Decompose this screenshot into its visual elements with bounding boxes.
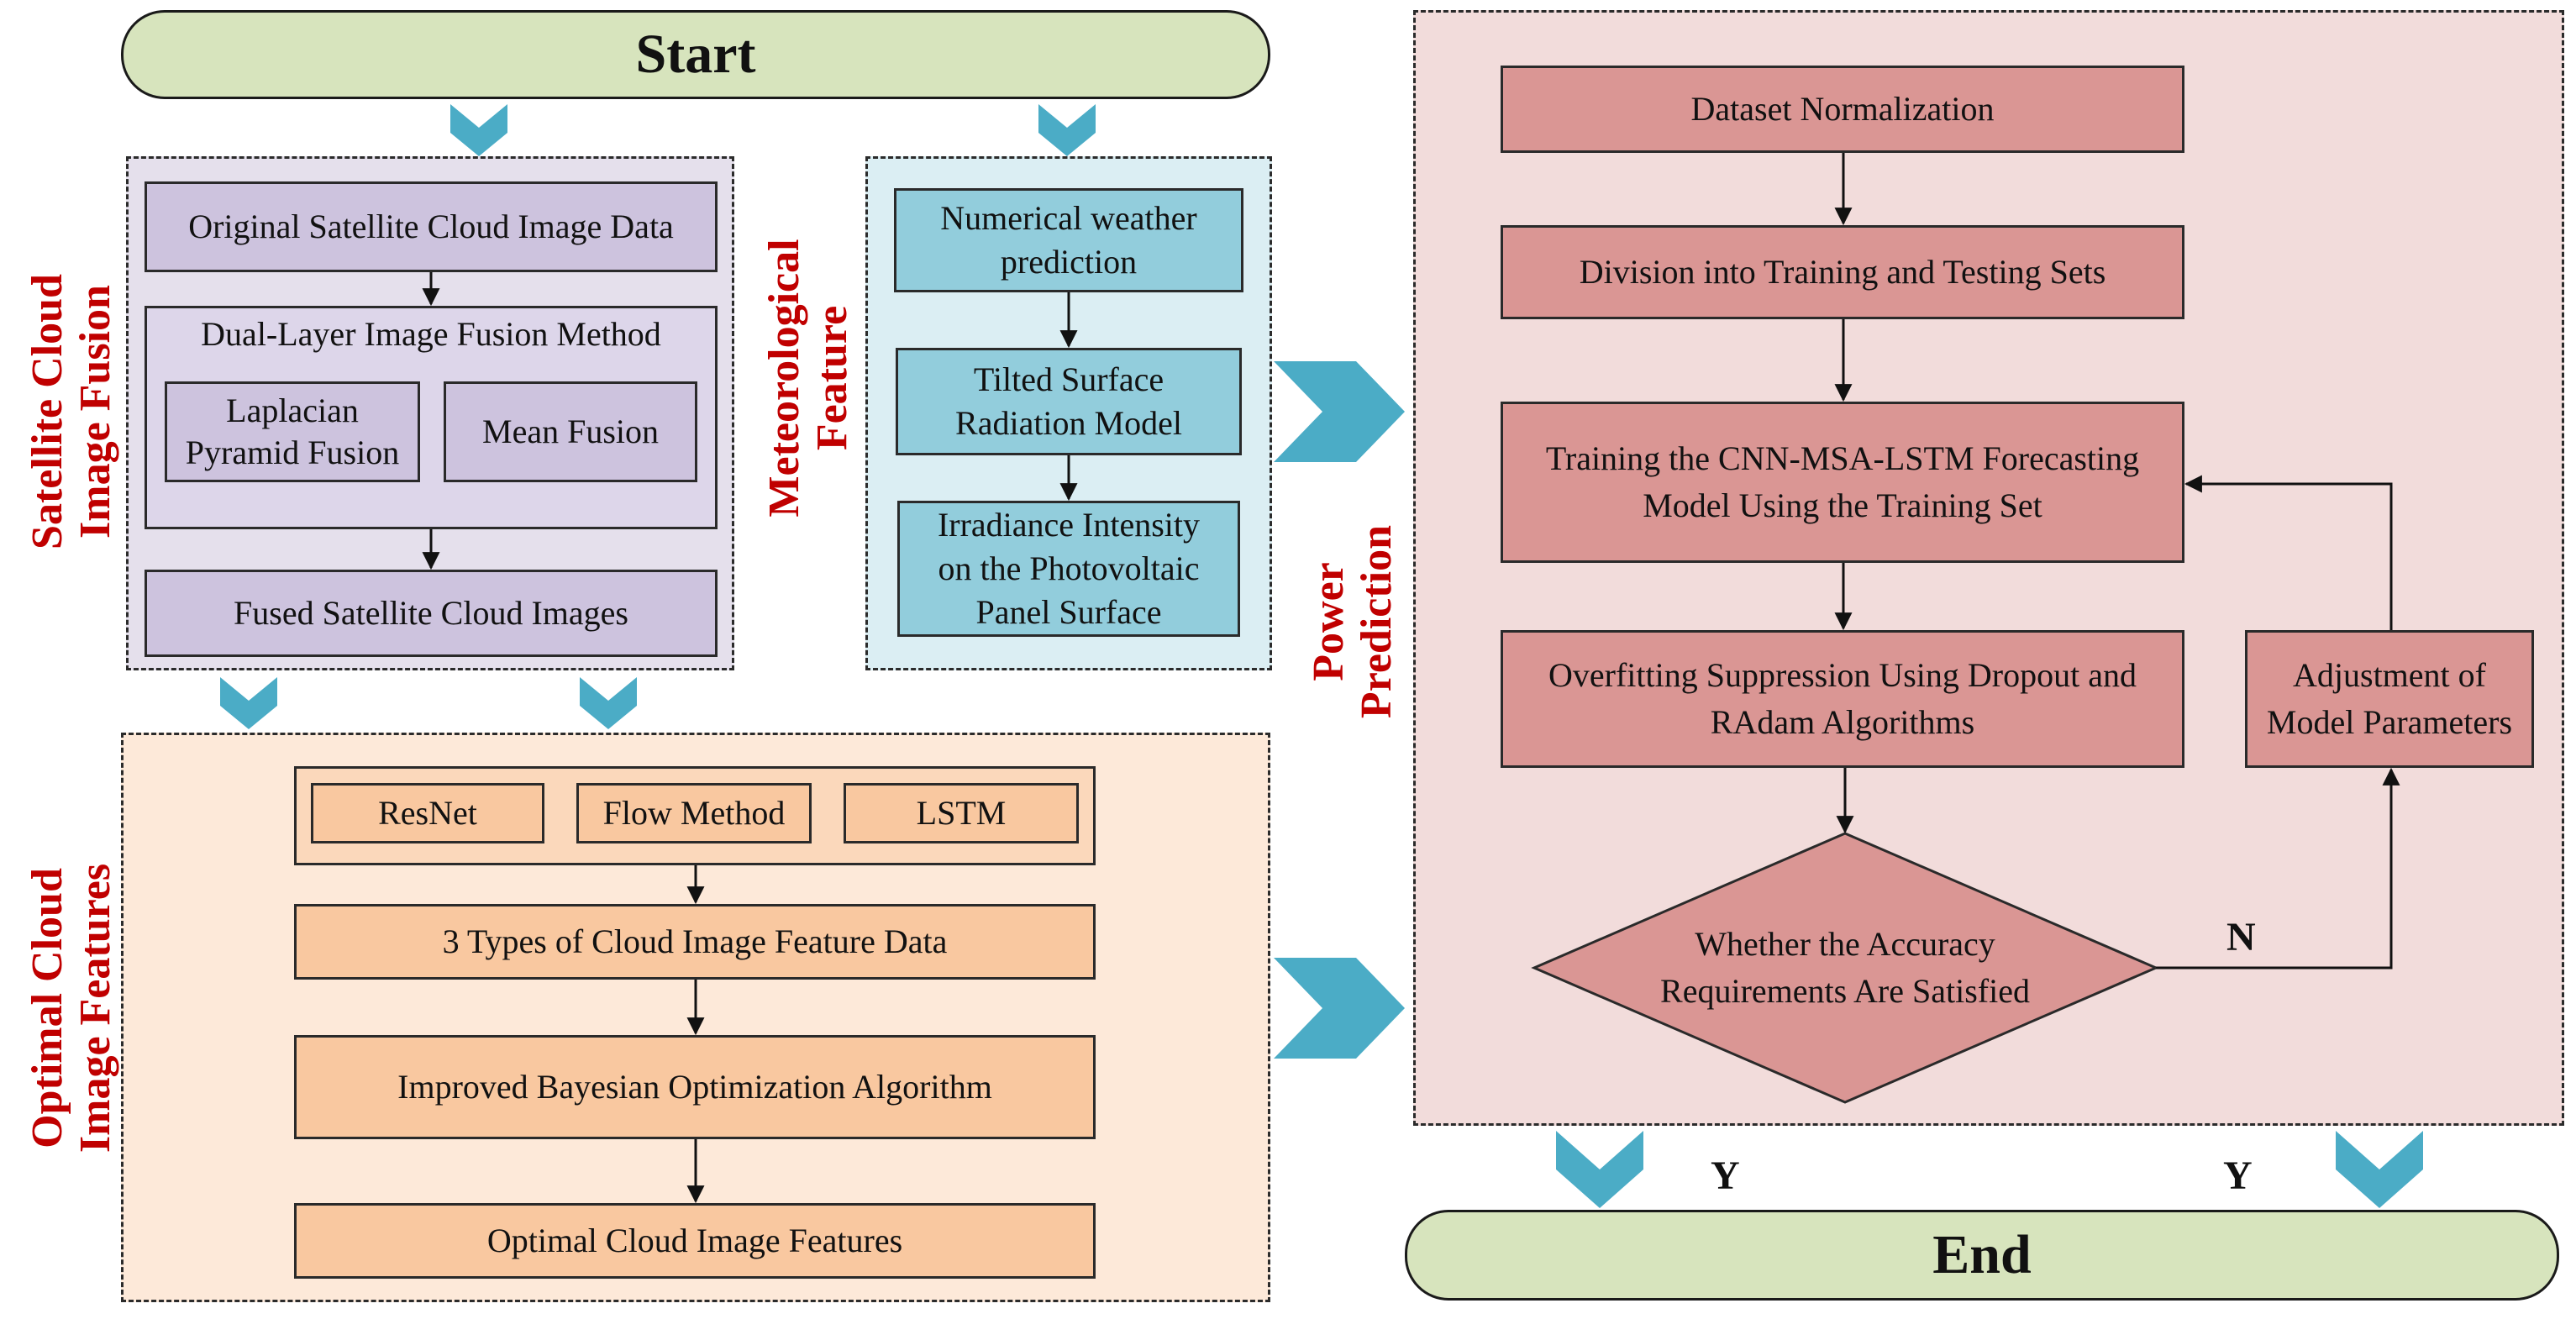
arrow-adjustment-to-training <box>2184 475 2393 630</box>
end-label: End <box>1932 1224 2032 1285</box>
normalization-box: Dataset Normalization <box>1501 66 2184 153</box>
optimal-features-box: Optimal Cloud Image Features <box>294 1203 1096 1279</box>
dual-layer-fusion-title: Dual-Layer Image Fusion Method <box>201 314 661 353</box>
right-chevrons <box>1274 361 1405 1059</box>
irradiance-box: Irradiance Intensity on the Photovoltaic… <box>897 501 1240 637</box>
resnet-box: ResNet <box>311 783 544 843</box>
down-chevrons <box>220 104 2423 1208</box>
end-terminal: End <box>1405 1210 2559 1301</box>
yes-label-right: Y <box>2223 1153 2253 1198</box>
tilted-radiation-box: Tilted Surface Radiation Model <box>896 348 1242 455</box>
chevron-prediction-to-end-left <box>1556 1131 1643 1208</box>
chevron-start-to-satellite <box>450 104 507 156</box>
nwp-box: Numerical weather prediction <box>894 188 1243 292</box>
bayesian-optimization-box: Improved Bayesian Optimization Algorithm <box>294 1035 1096 1139</box>
chevron-features-to-prediction <box>1274 958 1405 1059</box>
division-box: Division into Training and Testing Sets <box>1501 225 2184 319</box>
chevron-satellite-to-features-left <box>220 677 277 729</box>
training-box: Training the CNN-MSA-LSTM Forecasting Mo… <box>1501 402 2184 563</box>
feature-types-box: 3 Types of Cloud Image Feature Data <box>294 904 1096 980</box>
flow-method-box: Flow Method <box>576 783 812 843</box>
arrow-decision-no-to-adjustment <box>2156 767 2400 970</box>
decision-diamond <box>1531 832 2159 1104</box>
no-label: N <box>2226 915 2256 959</box>
start-terminal: Start <box>121 10 1270 99</box>
original-data-box: Original Satellite Cloud Image Data <box>145 181 718 272</box>
decision-label: Whether the Accuracy Requirements Are Sa… <box>1660 925 2030 1010</box>
adjustment-box: Adjustment of Model Parameters <box>2245 630 2534 768</box>
overfitting-box: Overfitting Suppression Using Dropout an… <box>1501 630 2184 768</box>
chevron-prediction-to-end-right <box>2336 1131 2423 1208</box>
mean-fusion-box: Mean Fusion <box>444 381 697 482</box>
chevron-satellite-to-features-right <box>580 677 637 729</box>
chevron-start-to-meteo <box>1038 104 1096 156</box>
lstm-box: LSTM <box>844 783 1079 843</box>
chevron-meteo-to-prediction <box>1274 361 1405 462</box>
start-label: Start <box>635 24 756 85</box>
fused-images-box: Fused Satellite Cloud Images <box>145 570 718 657</box>
yes-label-left: Y <box>1711 1153 1740 1198</box>
laplacian-fusion-box: Laplacian Pyramid Fusion <box>165 381 420 482</box>
